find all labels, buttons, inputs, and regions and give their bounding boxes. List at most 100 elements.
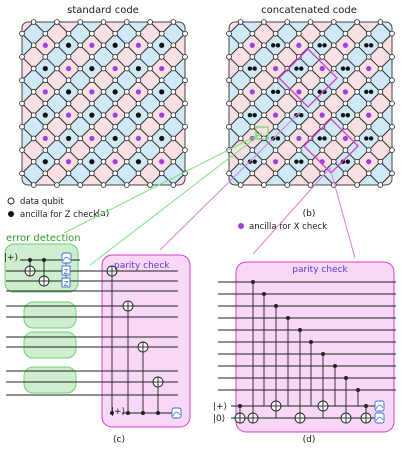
data-qubit [342,100,349,107]
data-qubit [65,100,72,107]
data-qubit [42,54,49,60]
data-qubit [249,77,256,84]
connector-pink-c [159,111,301,251]
data-qubit [307,65,314,72]
data-qubit [272,77,279,84]
data-qubit [100,19,107,25]
measurement-arc [375,416,384,422]
ancilla-z [275,43,281,48]
cnot-control [286,316,290,320]
data-qubit [100,42,107,49]
data-qubit [170,65,177,72]
data-qubit [389,170,395,177]
data-qubit [284,158,291,165]
data-qubit [65,77,72,84]
ancilla-x [366,159,372,165]
data-qubit [377,158,384,165]
ancilla-z [135,65,142,72]
ancilla-x [65,65,72,72]
data-qubit [389,30,395,37]
ancilla-z [89,65,95,72]
plaquette [126,172,151,185]
data-qubit [170,89,177,95]
data-qubit [342,123,349,130]
data-qubit [54,19,60,25]
ancilla-x [296,42,302,48]
data-qubit [284,65,291,72]
ket-plus-parity-c: |+⟩ [111,407,125,417]
plaquette [22,22,35,35]
cnot-control [356,388,360,392]
data-qubit [330,42,337,49]
data-qubit [389,77,395,84]
data-qubit [377,42,384,49]
plaquette [333,172,358,185]
data-qubit [170,19,177,25]
ancilla-z [368,136,374,141]
error-detection-box-copy [23,366,77,394]
ancilla-z [322,136,327,141]
data-qubit [354,65,360,72]
z-gate-label: Z [64,268,69,276]
data-qubit [147,42,153,49]
plaquette [229,79,242,105]
data-qubit [365,170,372,177]
plaquette [32,172,58,185]
plaquette [356,172,382,185]
data-qubit [54,65,60,72]
ancilla-z [364,43,369,48]
data-qubit [135,100,142,107]
measurement-box [374,400,385,412]
data-qubit [135,170,142,177]
ancilla-x [366,112,372,118]
data-qubit [237,42,244,49]
ancilla-z [65,89,72,95]
data-qubit [307,42,314,49]
plaquette [149,172,175,185]
plaquette [79,172,105,185]
data-qubit [19,170,25,177]
data-qubit [54,42,60,49]
ancilla-z [270,89,276,95]
data-qubit [319,100,325,107]
ancilla-z [322,43,327,48]
ancilla-x [249,42,255,48]
ancilla-z [252,159,257,164]
data-qubit [65,30,72,37]
data-qubit [237,65,244,72]
plaquette [22,56,35,81]
plaquette [379,79,392,105]
data-qubit [19,77,25,84]
data-qubit [30,42,37,49]
plaquette [229,56,242,81]
data-qubit [100,135,107,142]
circuit-d [218,261,396,433]
data-qubit [249,30,256,37]
data-qubit [237,19,244,25]
data-qubit [77,135,84,142]
plaquette [172,79,185,105]
plaquette [379,172,392,185]
connector-pink-d-left [252,167,331,255]
ancilla-x [65,112,72,118]
cnot-control [262,292,266,296]
data-qubit [307,19,314,25]
plaquette [102,172,128,185]
plaquette [172,126,185,151]
data-qubit [354,135,360,142]
data-qubit [389,54,395,60]
plaquette [309,172,335,185]
data-qubit [377,89,384,95]
data-qubit [354,19,360,25]
ancilla-z [112,89,118,95]
data-qubit [19,30,25,37]
cnot-control [238,404,242,408]
data-qubit [261,89,267,95]
ancilla-x [135,89,142,95]
data-qubit [237,158,244,165]
plaquette [379,102,392,128]
legend-ancilla-x-label: ancilla for X check [249,222,327,232]
ancilla-x [342,42,349,48]
data-qubit [89,170,95,177]
plaquette [172,22,185,35]
